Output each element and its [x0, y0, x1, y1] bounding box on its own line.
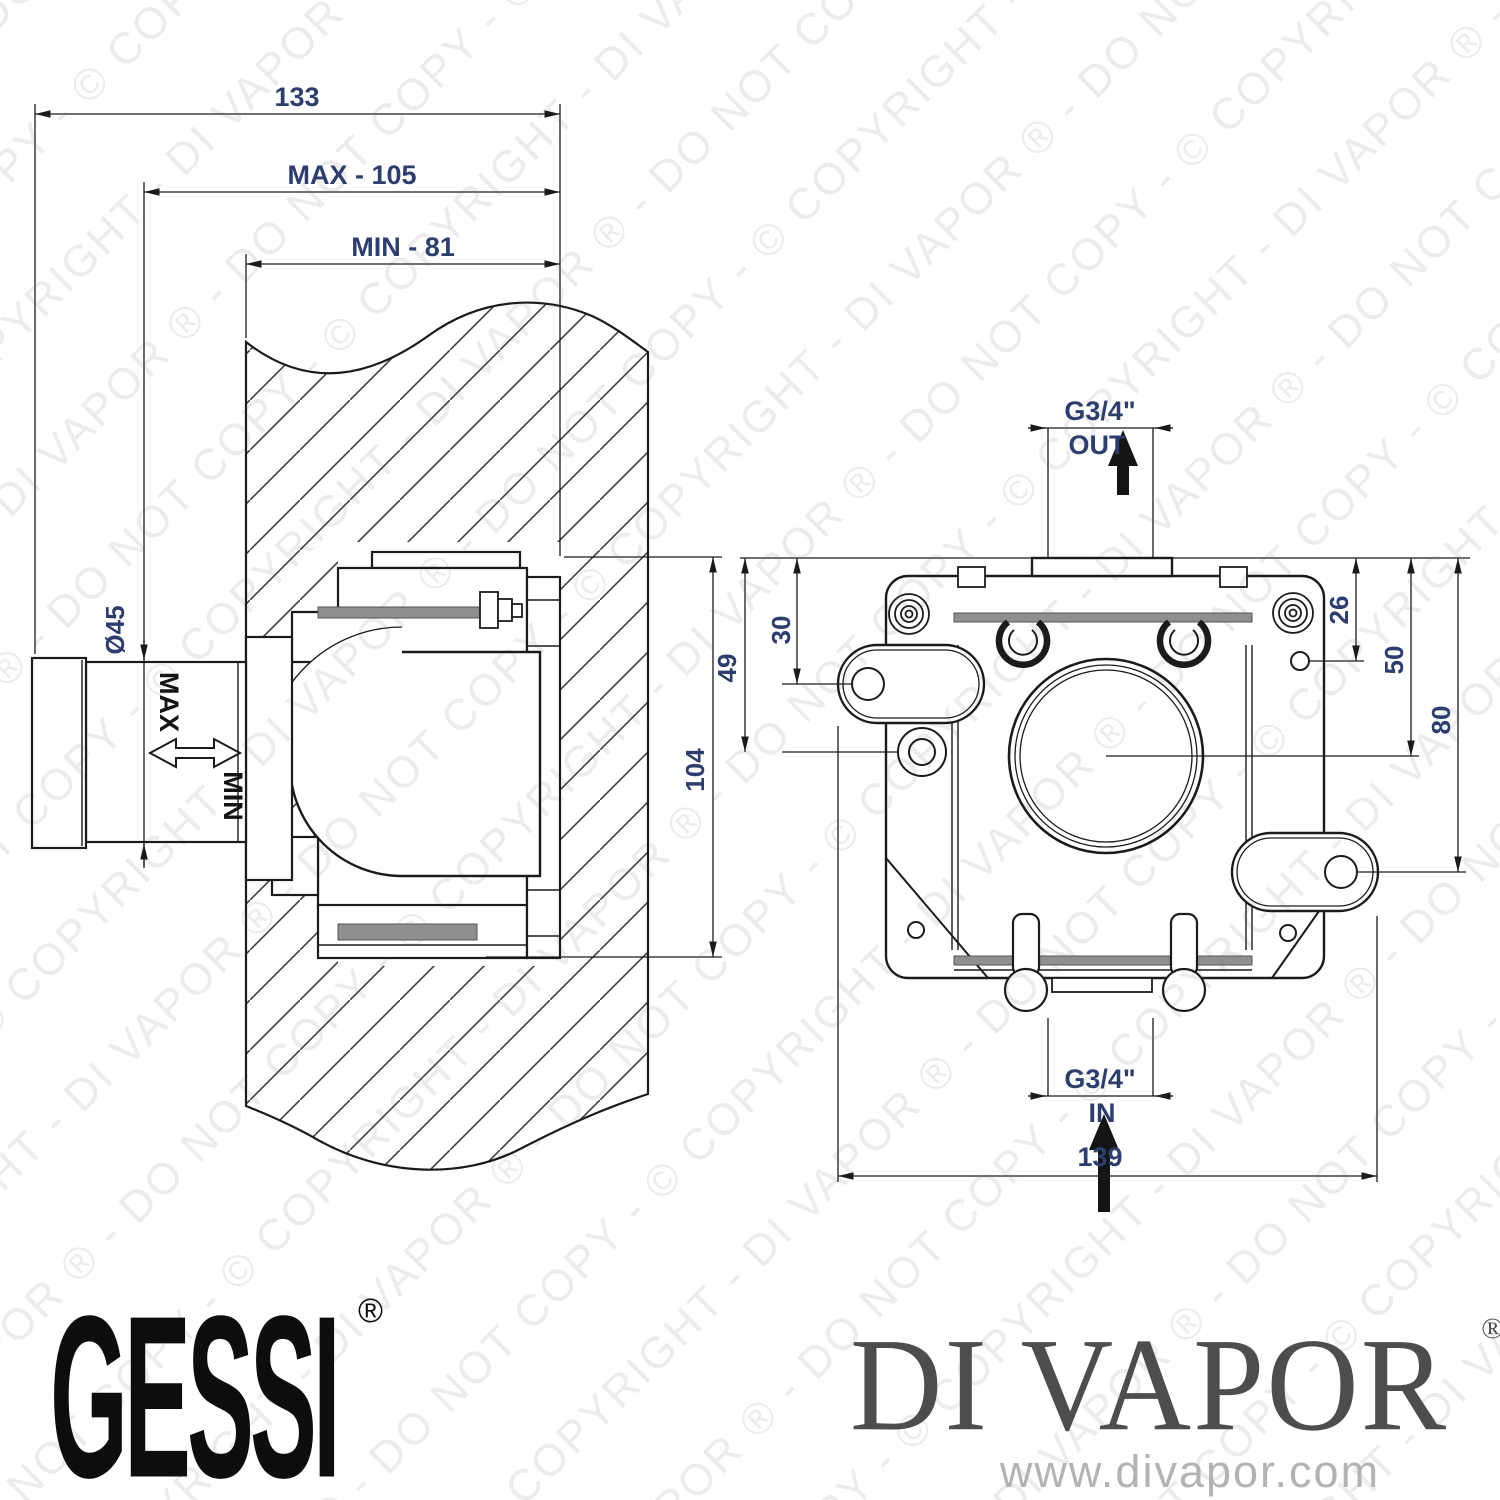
dim-49: 49 — [712, 654, 742, 683]
adjust-range-arrow — [147, 737, 243, 769]
right-ear-tab — [1230, 831, 1380, 913]
dim-133: 133 — [274, 82, 319, 112]
spindle-bar — [317, 606, 481, 619]
screw-top-right — [1272, 592, 1314, 634]
dim-139: 139 — [1077, 1142, 1122, 1172]
divapor-registered-icon: ® — [1481, 1312, 1500, 1345]
dim-30: 30 — [766, 616, 796, 645]
right-small-hole — [1290, 651, 1310, 671]
divapor-url: www.divapor.com — [999, 1446, 1381, 1497]
top-grey-bar — [953, 612, 1253, 623]
top-notch-right — [1219, 566, 1248, 588]
label-max: MAX — [154, 672, 184, 732]
divapor-logo-text: DI VAPOR — [850, 1310, 1449, 1459]
escutcheon-plate — [244, 635, 294, 882]
divapor-logo: DI VAPOR ® www.divapor.com — [850, 1312, 1500, 1497]
right-ear-hole — [1324, 855, 1358, 889]
screw-top-left — [888, 593, 930, 635]
port-out-size: G3/4" — [1064, 396, 1135, 426]
top-notch-left — [957, 566, 986, 588]
trim-knob — [30, 656, 88, 850]
side-view-dimensions: 133 MAX - 105 MIN - 81 Ø45 MAX MIN 104 — [34, 82, 722, 958]
dim-trim-diameter: Ø45 — [100, 605, 130, 654]
gessi-registered-icon: ® — [358, 1292, 384, 1330]
left-bump-hole — [897, 727, 947, 777]
gessi-logo-text: GESSI — [50, 1268, 341, 1500]
dim-26: 26 — [1324, 596, 1354, 625]
port-in-size: G3/4" — [1064, 1064, 1135, 1094]
valve-top-tab — [370, 550, 522, 570]
dim-50: 50 — [1379, 646, 1409, 675]
gessi-logo: GESSI ® — [50, 1282, 485, 1500]
tube-strands — [264, 626, 402, 764]
dim-104: 104 — [680, 748, 710, 792]
bottom-tab — [1051, 977, 1153, 993]
top-tab — [1030, 556, 1174, 578]
port-out-label: OUT — [1069, 430, 1127, 460]
dim-max-105: MAX - 105 — [287, 160, 416, 190]
front-view-dimensions: 30 49 26 50 80 139 G3/4" OUT G3/4" IN — [712, 396, 1470, 1212]
bottom-grey-bar-front — [953, 955, 1253, 966]
keyhole-clip-right — [1161, 912, 1207, 1013]
screw-side — [479, 591, 523, 629]
flow-arrow-out — [1108, 430, 1138, 495]
front-view — [836, 556, 1380, 1013]
valve-body-section — [264, 550, 562, 960]
dim-80: 80 — [1426, 706, 1456, 735]
bottom-left-hole — [907, 921, 925, 939]
bottom-right-hole — [1279, 924, 1297, 942]
c-clip-right — [1156, 619, 1212, 668]
port-in-label: IN — [1089, 1098, 1116, 1128]
side-section-view — [30, 301, 650, 1171]
label-min: MIN — [218, 771, 248, 821]
chamfer-bottom-right — [1271, 903, 1325, 979]
left-ear-hole — [851, 667, 885, 701]
flow-arrow-in — [1089, 1114, 1119, 1212]
c-clip-left — [995, 619, 1051, 668]
dim-min-81: MIN - 81 — [351, 232, 455, 262]
bottom-grey-bar — [337, 923, 478, 941]
keyhole-clip-left — [1003, 912, 1049, 1013]
left-ear-tab — [836, 643, 986, 725]
